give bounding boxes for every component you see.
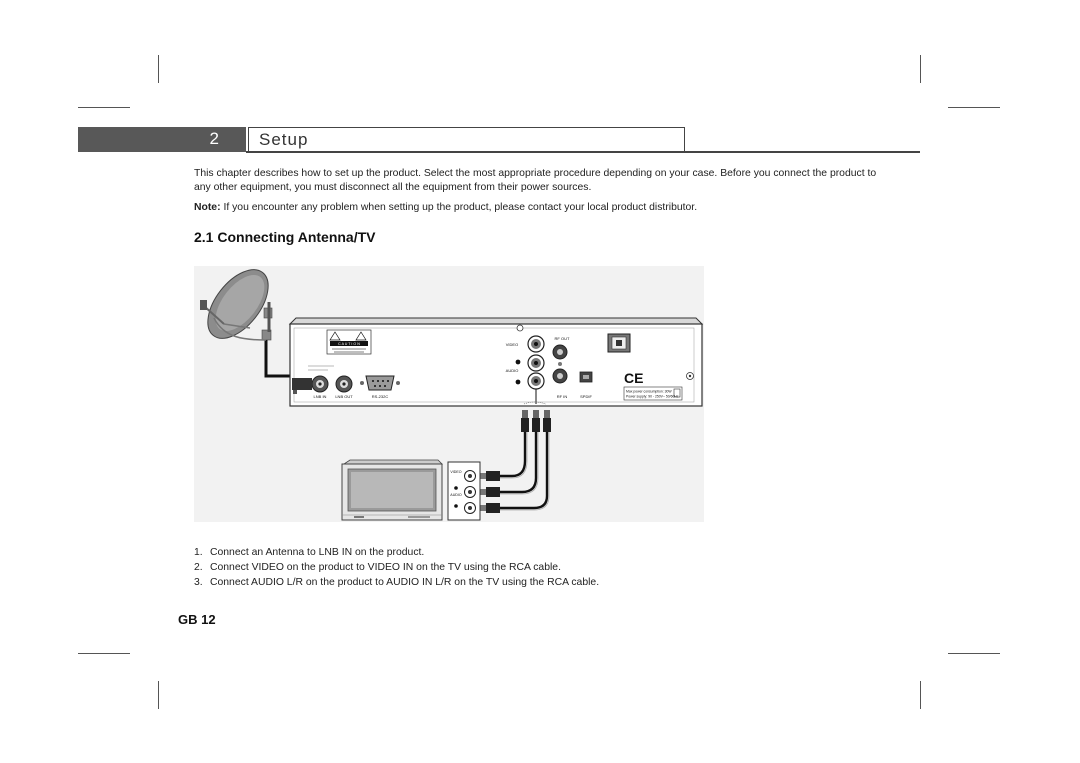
- satellite-dish-icon: [200, 269, 273, 341]
- rca-plugs-receiver: [521, 410, 551, 432]
- section-title: 2.1 Connecting Antenna/TV: [194, 229, 376, 245]
- tv-audio-label: AUDIO: [450, 493, 462, 497]
- rf-in-label: RF IN: [557, 394, 568, 399]
- list-item: 3. Connect AUDIO L/R on the product to AU…: [194, 575, 599, 590]
- page-number: GB 12: [178, 612, 216, 627]
- lnb-in-connector: [311, 375, 329, 393]
- note-paragraph: Note: If you encounter any problem when …: [194, 201, 894, 215]
- lnb-out-label: LNB OUT: [335, 394, 353, 399]
- receiver-audio-l-jack: [527, 372, 545, 390]
- receiver-video-jack: [527, 335, 545, 353]
- intro-paragraph: This chapter describes how to set up the…: [194, 168, 877, 193]
- caution-text: C A U T I O N: [338, 342, 360, 346]
- receiver-audio-r-jack: [527, 354, 545, 372]
- note-text: If you encounter any problem when settin…: [220, 202, 698, 213]
- chapter-number-box: 2: [78, 127, 246, 152]
- note-label: Note:: [194, 202, 221, 213]
- crop-mark: [78, 107, 130, 108]
- step-number: 1.: [194, 547, 203, 558]
- step-text: Connect AUDIO L/R on the product to AUDI…: [210, 577, 600, 588]
- rca-plugs-tv: [480, 471, 500, 513]
- chapter-number: 2: [209, 129, 220, 148]
- step-text: Connect VIDEO on the product to VIDEO IN…: [210, 562, 561, 573]
- crop-mark: [158, 55, 159, 83]
- rf-out-connector: [552, 344, 568, 360]
- power-rating-label: Max power consumption: 30W Power supply:…: [623, 386, 683, 401]
- crop-mark: [158, 681, 159, 709]
- crop-mark: [920, 681, 921, 709]
- receiver-audio-label: AUDIO: [506, 368, 519, 373]
- rs232-port: [360, 375, 400, 391]
- chapter-rule: [246, 151, 920, 153]
- list-item: 2. Connect VIDEO on the product to VIDEO …: [194, 560, 599, 575]
- rf-out-label: RF OUT: [555, 336, 570, 341]
- crop-mark: [948, 107, 1000, 108]
- receiver-video-label: VIDEO: [506, 342, 518, 347]
- chapter-title-box: Setup: [248, 127, 685, 151]
- tv-input-panel: VIDEO AUDIO: [447, 461, 481, 521]
- power-socket-icon: [607, 333, 631, 353]
- setup-steps-list: 1. Connect an Antenna to LNB IN on the pr…: [194, 545, 599, 590]
- power-rating-line2: Power supply: 90 - 250V~ 50/60Hz: [626, 395, 679, 399]
- spdif-port: [579, 371, 593, 383]
- spdif-label: SPDIF: [580, 394, 592, 399]
- step-number: 2.: [194, 562, 203, 573]
- rs232-label: RS-232C: [372, 394, 389, 399]
- lnb-in-label: LNB IN: [314, 394, 327, 399]
- ce-mark: CE: [624, 370, 643, 386]
- crop-mark: [948, 653, 1000, 654]
- list-item: 1. Connect an Antenna to LNB IN on the pr…: [194, 545, 599, 560]
- chapter-header: 2 Setup: [78, 127, 920, 153]
- chapter-title: Setup: [259, 130, 309, 149]
- step-text: Connect an Antenna to LNB IN on the prod…: [210, 547, 425, 558]
- crop-mark: [78, 653, 130, 654]
- receiver-back-panel: C A U T I O N LNB IN LNB OUT: [288, 317, 704, 407]
- rf-in-connector: [552, 368, 568, 384]
- tv-icon: [341, 459, 443, 521]
- crop-mark: [920, 55, 921, 83]
- step-number: 3.: [194, 577, 203, 588]
- lnb-out-connector: [335, 375, 353, 393]
- tv-video-label: VIDEO: [450, 470, 461, 474]
- caution-label: C A U T I O N: [326, 329, 372, 355]
- connection-diagram: C A U T I O N LNB IN LNB OUT: [194, 266, 704, 522]
- power-rating-line1: Max power consumption: 30W: [626, 390, 672, 394]
